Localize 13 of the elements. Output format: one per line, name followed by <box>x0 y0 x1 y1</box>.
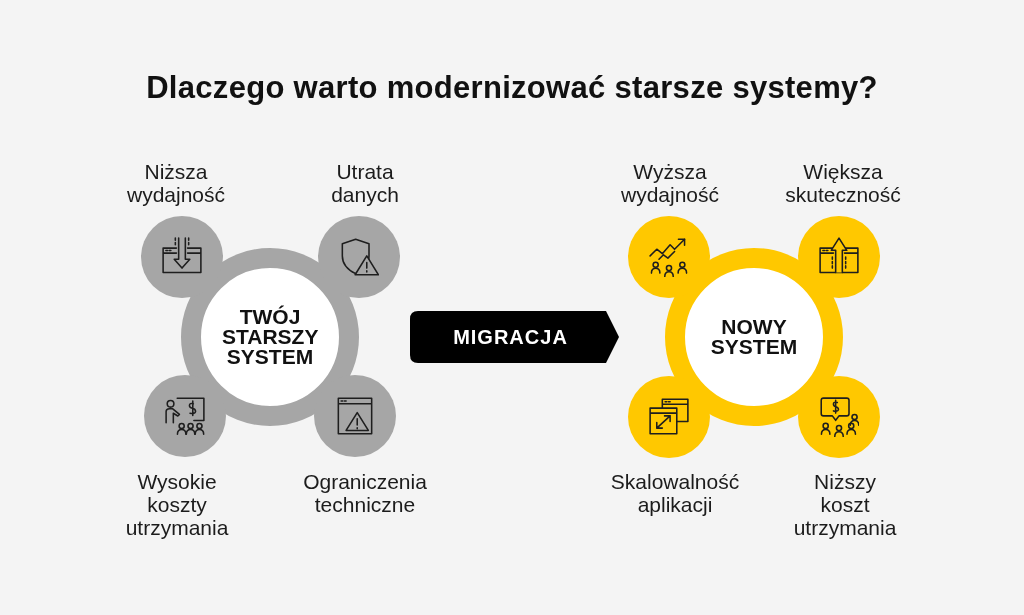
block-arrow <box>410 311 619 363</box>
circle-caption: Wyższa wydajność <box>621 160 719 206</box>
circle-caption: Większa skuteczność <box>785 160 901 206</box>
circle-caption: Utrata danych <box>331 160 399 206</box>
hub-label: TWÓJ STARSZY SYSTEM <box>221 307 319 367</box>
arrow-label: MIGRACJA <box>453 325 568 349</box>
circle-caption: Niższa wydajność <box>127 160 225 206</box>
circle-caption: Wysokie koszty utrzymania <box>125 470 229 539</box>
circle-caption: Niższy koszt utrzymania <box>793 470 897 539</box>
diagram-title: Dlaczego warto modernizować starsze systemy? <box>145 69 879 107</box>
hub-label: NOWY SYSTEM <box>710 317 798 357</box>
circle-caption: Skalowalność aplikacji <box>610 470 740 516</box>
circle-caption: Ograniczenia techniczne <box>303 470 427 516</box>
